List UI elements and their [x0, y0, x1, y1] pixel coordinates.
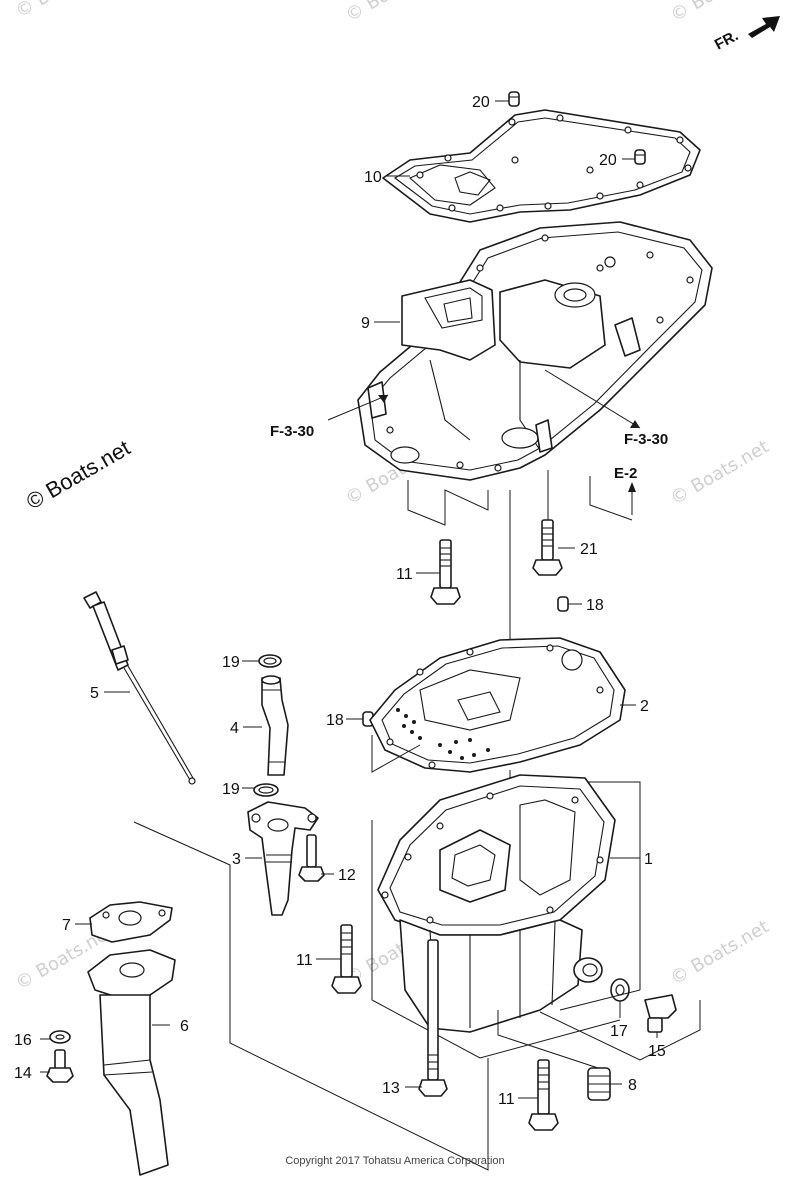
callout-21: 21 — [580, 541, 598, 558]
part-7-gasket — [89, 901, 173, 943]
part-14-bolt — [46, 1049, 74, 1083]
watermark-text: © Boats.net — [342, 0, 448, 26]
callout-19: 19 — [222, 654, 240, 671]
callout-17: 17 — [610, 1023, 628, 1040]
part-19-o-ring — [253, 654, 282, 797]
watermark-text: © Boats.net — [667, 916, 773, 989]
reference-e2: E-2 — [614, 465, 637, 482]
part-11-bolt-lower — [528, 1059, 559, 1131]
callout-18: 18 — [326, 712, 344, 729]
callout-4: 4 — [230, 720, 239, 737]
callout-20: 20 — [599, 152, 617, 169]
reference-left: F-3-30 — [270, 423, 314, 440]
callout-2: 2 — [640, 698, 649, 715]
reference-labels: F-3-30 F-3-30 E-2 — [270, 423, 668, 482]
arrow-icon — [748, 16, 780, 38]
callout-11: 11 — [396, 566, 413, 583]
part-12-bolt — [298, 834, 325, 882]
part-15-drain-plug — [644, 994, 677, 1033]
callout-labels: 20 20 10 9 21 11 18 19 5 2 18 4 19 1 3 1… — [14, 94, 666, 1108]
callout-11: 11 — [296, 952, 313, 969]
part-4-hose — [261, 675, 289, 776]
watermark-text: © Boats.net — [667, 436, 773, 509]
callout-6: 6 — [180, 1018, 189, 1035]
callout-1: 1 — [644, 851, 653, 868]
part-11-bolt-middle — [331, 924, 362, 994]
part-6-oil-pipe — [87, 949, 176, 1176]
callout-15: 15 — [648, 1043, 666, 1060]
callout-18: 18 — [586, 597, 604, 614]
reference-right: F-3-30 — [624, 431, 668, 448]
part-16-washer — [49, 1030, 71, 1044]
assembly-lines-pipe — [133, 821, 489, 1171]
assembly-lines-lower — [497, 989, 701, 1069]
front-indicator-label: FR. — [712, 27, 741, 53]
callout-9: 9 — [361, 315, 370, 332]
watermark-text: © Boats.net — [667, 0, 773, 26]
callout-11: 11 — [498, 1091, 515, 1108]
part-13-bolt — [418, 939, 448, 1097]
part-3-oil-strainer — [247, 801, 319, 916]
copyright-footer: Copyright 2017 Tohatsu America Corporati… — [285, 1155, 505, 1167]
part-11-bolt-upper — [430, 539, 461, 605]
watermark-main: © Boats.net — [22, 435, 134, 514]
callout-19: 19 — [222, 781, 240, 798]
watermark-text: © Boats.net — [12, 0, 118, 22]
callout-13: 13 — [382, 1080, 400, 1097]
callout-12: 12 — [338, 867, 356, 884]
part-9-upper-casing — [357, 221, 713, 481]
part-20-dowel-pin — [508, 91, 646, 165]
callout-8: 8 — [628, 1077, 637, 1094]
callout-20: 20 — [472, 94, 490, 111]
part-10-gasket — [382, 109, 701, 223]
callout-16: 16 — [14, 1032, 32, 1049]
front-indicator: FR. — [712, 16, 780, 54]
part-21-bolt — [532, 519, 563, 576]
part-2-gasket — [369, 637, 626, 773]
callout-14: 14 — [14, 1065, 32, 1082]
leader-lines — [40, 100, 658, 1099]
callout-7: 7 — [62, 917, 71, 934]
callout-5: 5 — [90, 685, 99, 702]
callout-3: 3 — [232, 851, 241, 868]
part-8-grommet — [587, 1067, 611, 1101]
part-5-dipstick — [83, 591, 196, 785]
callout-10: 10 — [364, 169, 382, 186]
part-17-washer — [610, 978, 630, 1002]
part-1-oil-pan — [377, 774, 616, 1033]
